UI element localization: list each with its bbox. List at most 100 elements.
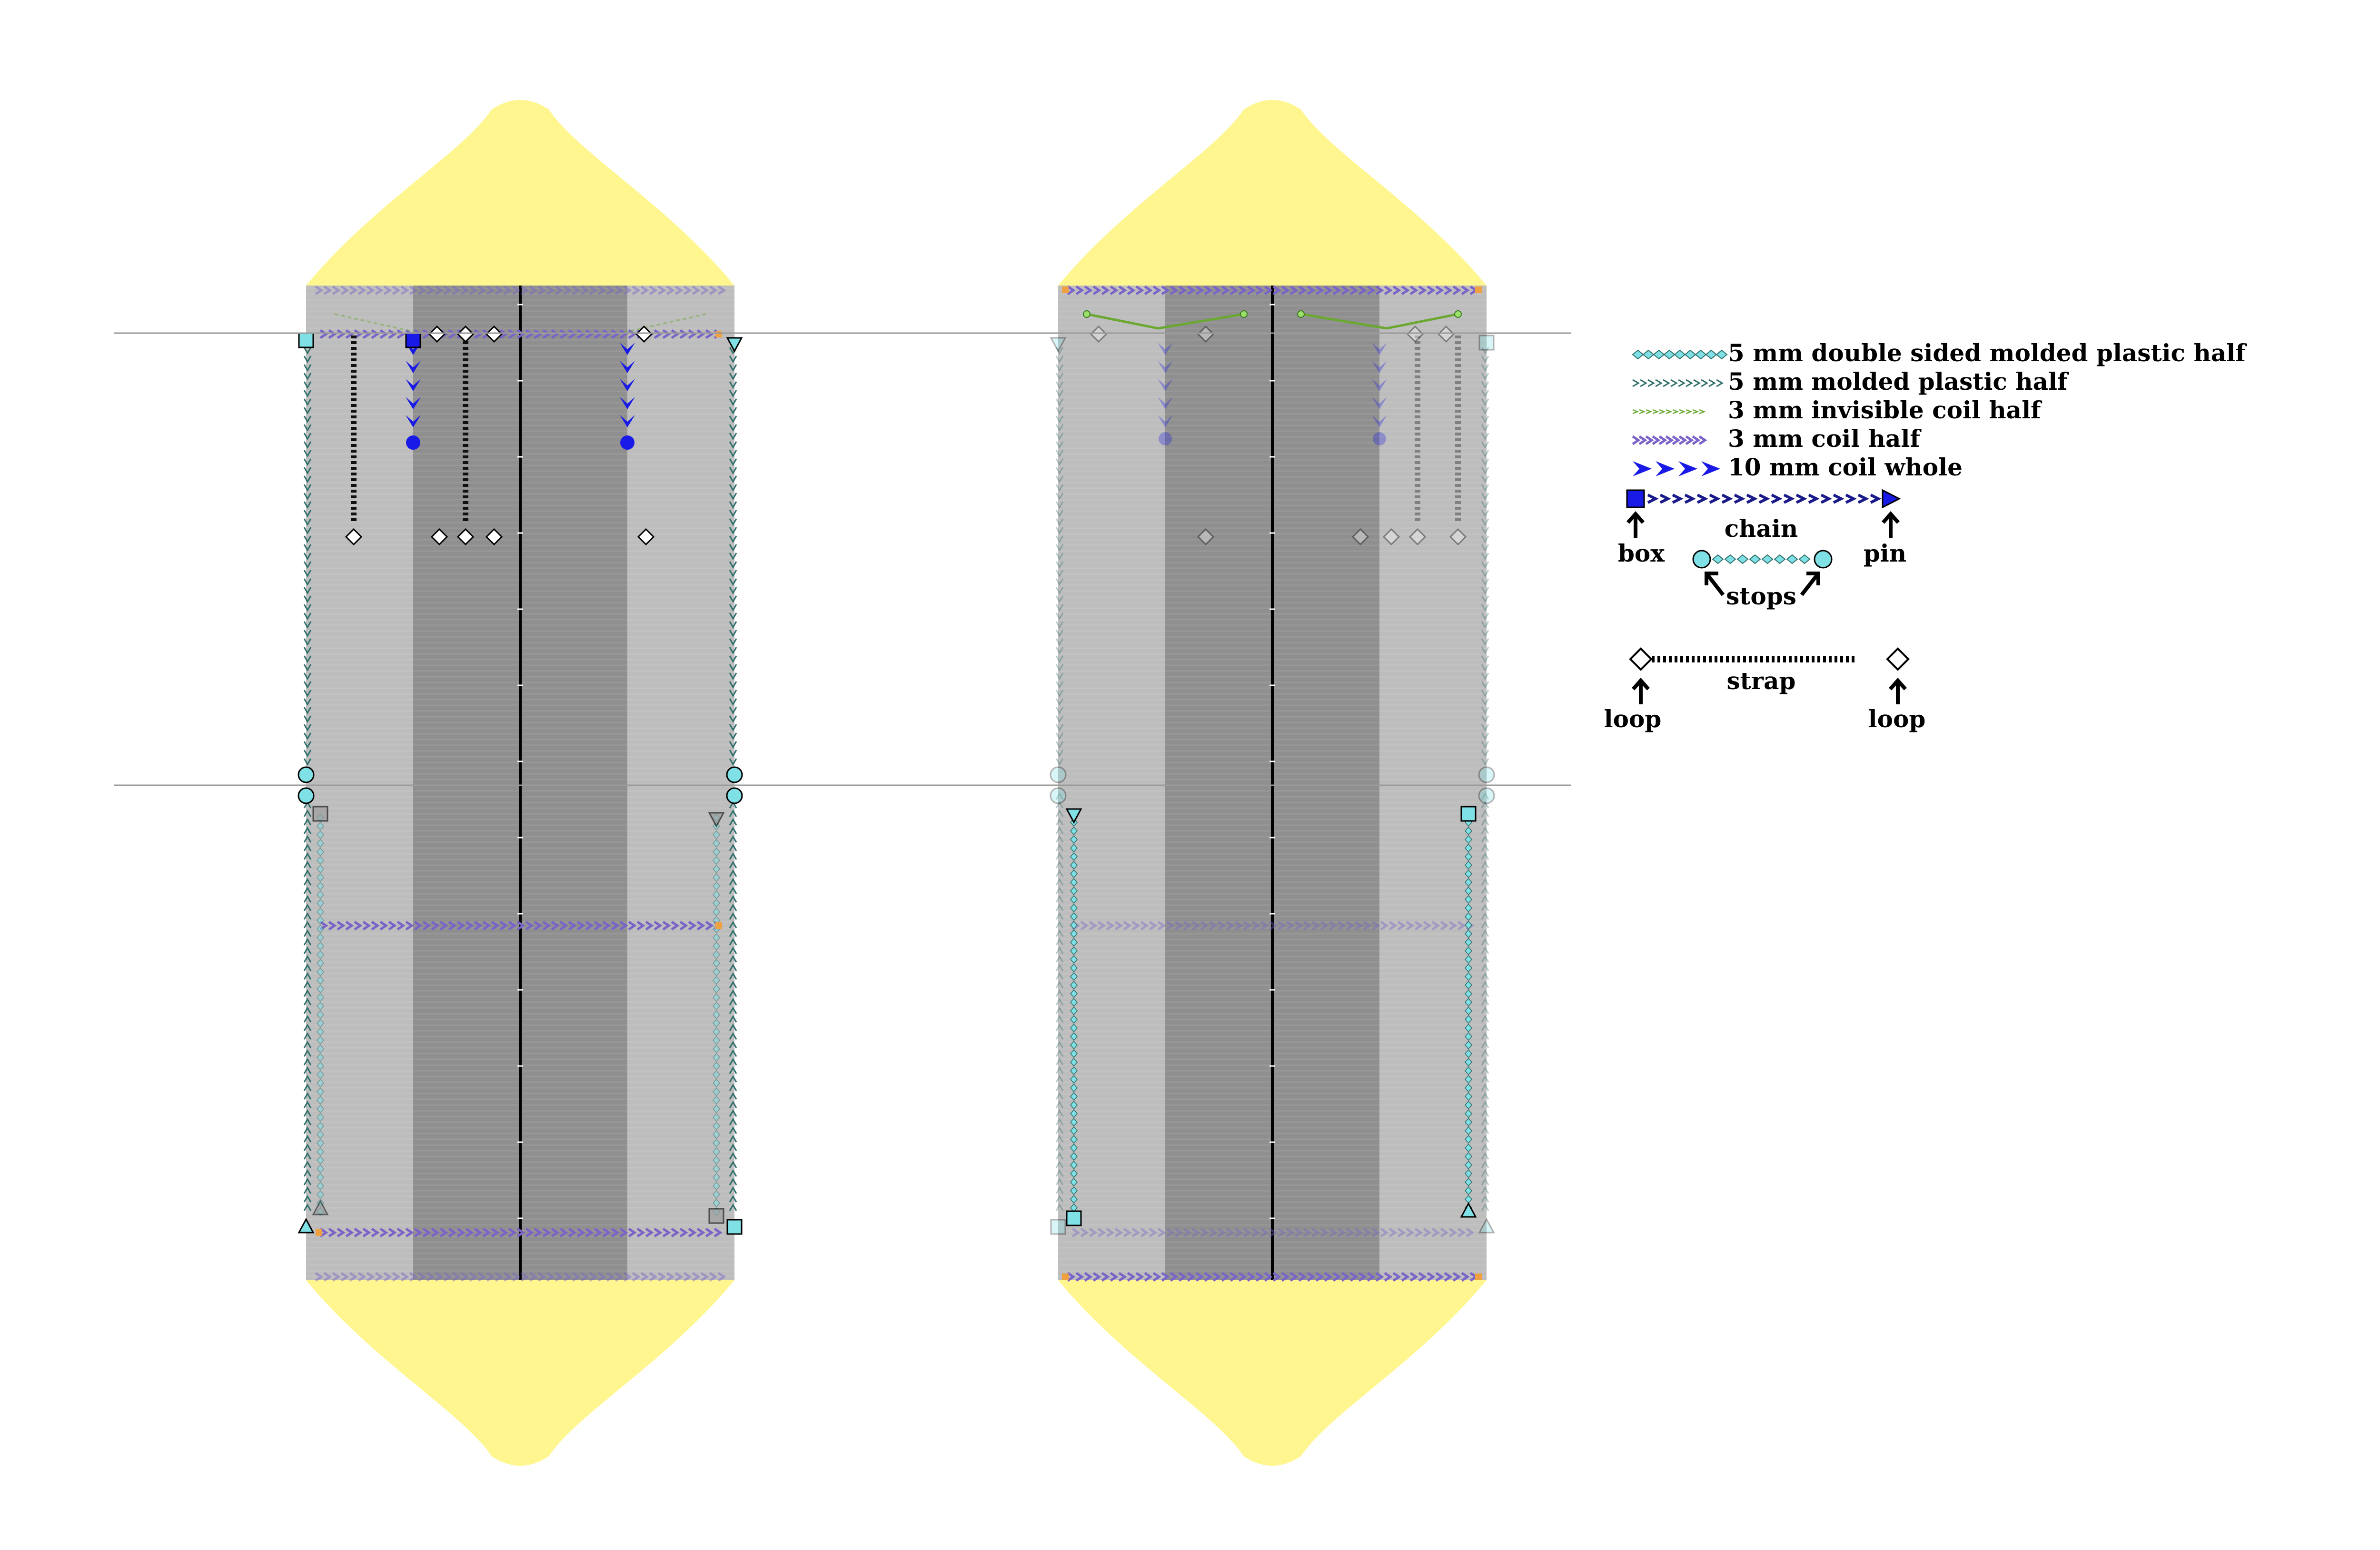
invisible-coil	[1083, 310, 1462, 330]
stops-label: stops	[1726, 582, 1796, 610]
coil10-pull	[620, 435, 635, 450]
end-cap-bottom	[306, 1280, 734, 1466]
loop-icon	[1408, 528, 1427, 546]
stop-icon	[1478, 766, 1495, 783]
chain-tooth	[1684, 494, 1696, 504]
pin-icon	[1050, 337, 1067, 353]
chain-double-left-faded	[317, 813, 324, 1216]
legend-stops-anatomy	[1692, 550, 1833, 569]
chain-tooth	[1659, 494, 1671, 504]
box-icon	[1062, 1274, 1069, 1280]
chain-middle	[319, 920, 723, 931]
loop-icon	[428, 325, 446, 343]
chain-tooth	[1721, 494, 1733, 504]
strap-2	[456, 336, 475, 546]
chain-double-right	[1465, 818, 1472, 1213]
loop-icon	[485, 528, 503, 546]
chain-tooth	[1647, 494, 1659, 504]
pin-icon	[1478, 1217, 1495, 1234]
box-icon	[708, 1208, 724, 1224]
arrow-icon	[1800, 572, 1820, 596]
chain-tooth	[1696, 494, 1708, 504]
chain-tooth	[1746, 494, 1758, 504]
invisible-coil-diagonal	[620, 313, 706, 334]
loop-icon	[637, 528, 655, 546]
arrow-up-icon	[1632, 677, 1650, 704]
pin-icon	[1882, 489, 1901, 509]
stop-icon	[1454, 310, 1462, 318]
chain-right-upper-faded	[1481, 347, 1489, 766]
box-icon	[1460, 806, 1477, 822]
coil-icon	[1632, 435, 1707, 445]
coil10-pull	[1159, 432, 1172, 445]
legend-item: 5 mm double sided molded plastic half	[1632, 339, 2247, 367]
chain-tooth	[1798, 554, 1811, 564]
end-cap-bottom	[1058, 1280, 1487, 1466]
stop-icon	[726, 766, 743, 783]
stop-icon	[1814, 550, 1833, 569]
coil10-pull	[406, 435, 420, 450]
end-cap-top	[306, 100, 734, 286]
chain-tooth	[1786, 554, 1798, 564]
box-icon	[715, 331, 722, 337]
chain-tooth	[1833, 494, 1844, 504]
chain-tooth	[1808, 494, 1820, 504]
strap-1	[345, 336, 363, 546]
triangle-chain-icon	[1632, 379, 1724, 387]
loop-icon	[1090, 325, 1108, 343]
pin-icon	[708, 812, 725, 828]
diamond-chain-icon	[1632, 349, 1728, 360]
chain-tooth	[1820, 494, 1832, 504]
loop-icon	[485, 325, 503, 343]
chain-tooth	[1672, 494, 1684, 504]
pin-icon	[1065, 808, 1082, 824]
legend-item: 10 mm coil whole	[1633, 453, 1963, 481]
chain-tooth	[1870, 494, 1882, 504]
loop-icon	[635, 325, 653, 343]
layout-left	[298, 100, 743, 1466]
chain-left-lower-faded	[1055, 792, 1064, 1211]
box-icon	[316, 1229, 322, 1236]
chain-left-upper-faded	[1055, 347, 1064, 766]
invisible-coil-diagonal	[334, 313, 421, 334]
arrow-up-icon	[1882, 511, 1900, 538]
chain-tooth	[1724, 554, 1736, 564]
loop-icon	[1886, 647, 1910, 671]
chain-bottom	[1067, 1272, 1478, 1282]
chain-middle-faded	[1071, 920, 1475, 931]
big-chevron-icon	[1633, 461, 1720, 476]
chain-tooth	[1845, 494, 1857, 504]
chain-tooth	[1761, 554, 1774, 564]
stop-icon	[1050, 787, 1067, 804]
stop-icon	[298, 787, 315, 804]
pin-icon	[298, 1217, 315, 1234]
legend-label: 3 mm invisible coil half	[1728, 396, 2043, 424]
box-icon	[1475, 286, 1482, 293]
box-label: box	[1618, 539, 1665, 567]
pin-icon	[726, 337, 743, 353]
loop-icon	[1197, 528, 1215, 546]
chain-lower-faded	[1071, 1227, 1475, 1238]
box-icon	[1066, 1210, 1082, 1226]
chain-tooth	[1734, 494, 1745, 504]
legend-label: 3 mm coil half	[1728, 425, 1922, 453]
arrow-icon	[1705, 572, 1725, 596]
stop-icon	[1692, 550, 1711, 569]
chain-right-lower-faded	[1481, 792, 1489, 1211]
strap-label: strap	[1727, 667, 1796, 695]
chain-tooth	[1736, 554, 1749, 564]
legend-label: 5 mm molded plastic half	[1728, 367, 2069, 395]
chain-bottom-faded	[315, 1272, 726, 1282]
guide-lines	[114, 332, 1571, 786]
chain-top	[1067, 285, 1478, 296]
loop-label-right: loop	[1868, 705, 1926, 733]
box-icon	[1050, 1219, 1066, 1235]
coil10-left	[406, 343, 421, 427]
pin-icon	[1460, 1202, 1477, 1218]
chain-tooth	[1758, 494, 1770, 504]
chain-lower	[319, 1227, 723, 1238]
chain-tooth	[1709, 494, 1721, 504]
legend-item: 3 mm invisible coil half	[1632, 396, 2043, 424]
stop-icon	[1297, 310, 1305, 318]
